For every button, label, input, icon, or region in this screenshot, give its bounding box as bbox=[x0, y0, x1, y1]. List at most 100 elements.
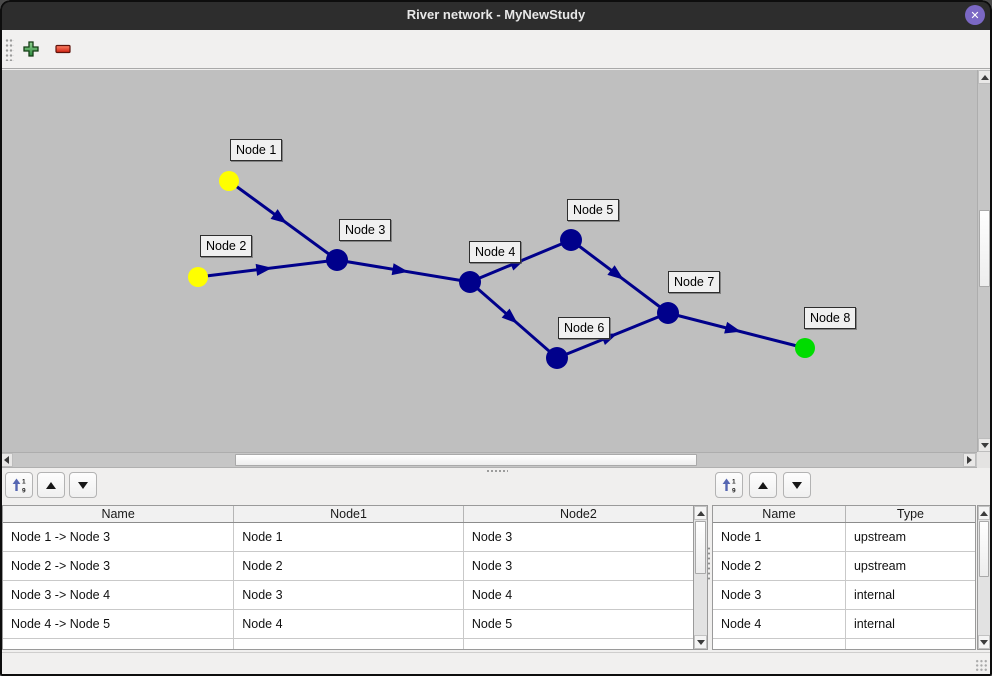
arrow-up-icon bbox=[696, 510, 705, 516]
node-label-node-2[interactable]: Node 2 bbox=[200, 235, 253, 257]
nodes-move-up-button[interactable] bbox=[749, 472, 777, 498]
table-row[interactable] bbox=[3, 638, 693, 649]
cell[interactable]: Node 3 bbox=[713, 580, 846, 610]
reaches-move-up-button[interactable] bbox=[37, 472, 65, 498]
node-node-5[interactable] bbox=[560, 229, 582, 251]
scroll-left-button[interactable] bbox=[0, 453, 13, 467]
cell[interactable]: Node 3 bbox=[463, 522, 693, 552]
edge-arrow-icon bbox=[724, 321, 742, 334]
plus-icon bbox=[23, 41, 39, 57]
cell[interactable]: internal bbox=[845, 609, 975, 639]
table-scroll-thumb[interactable] bbox=[695, 521, 706, 574]
reaches-table-scrollbar[interactable] bbox=[693, 505, 708, 650]
cell[interactable]: upstream bbox=[845, 522, 975, 552]
add-node-button[interactable] bbox=[18, 36, 44, 62]
cell[interactable]: Node 1 bbox=[713, 522, 846, 552]
node-label-node-3[interactable]: Node 3 bbox=[339, 219, 392, 241]
node-node-2[interactable] bbox=[188, 267, 208, 287]
cell[interactable]: Node 4 bbox=[713, 609, 846, 639]
table-scroll-thumb[interactable] bbox=[979, 521, 989, 577]
cell[interactable]: Node 5 bbox=[463, 609, 693, 639]
cell[interactable] bbox=[3, 638, 235, 649]
node-node-3[interactable] bbox=[326, 249, 348, 271]
horizontal-scroll-thumb[interactable] bbox=[235, 454, 697, 466]
nodes-table-scrollbar[interactable] bbox=[977, 505, 991, 650]
cell[interactable]: Node 1 -> Node 3 bbox=[3, 522, 235, 552]
node-label-node-4[interactable]: Node 4 bbox=[469, 241, 522, 263]
edge-arrow-icon bbox=[501, 308, 518, 324]
nodes-sort-button[interactable]: 1 9 bbox=[715, 472, 743, 498]
cell[interactable]: Node 1 bbox=[233, 522, 464, 552]
sort-ascending-icon: 1 9 bbox=[12, 478, 26, 494]
svg-text:1: 1 bbox=[22, 478, 26, 485]
reaches-move-down-button[interactable] bbox=[69, 472, 97, 498]
node-label-node-1[interactable]: Node 1 bbox=[230, 139, 283, 161]
node-node-8[interactable] bbox=[795, 338, 815, 358]
cell[interactable]: Node 3 bbox=[233, 580, 464, 610]
cell[interactable] bbox=[463, 638, 693, 649]
arrow-down-icon bbox=[980, 639, 988, 645]
cell[interactable] bbox=[845, 638, 975, 649]
node-label-node-6[interactable]: Node 6 bbox=[558, 317, 611, 339]
horizontal-splitter-handle[interactable] bbox=[486, 468, 508, 473]
scroll-down-button[interactable] bbox=[978, 635, 990, 649]
cell[interactable]: upstream bbox=[845, 551, 975, 581]
window-title: River network - MyNewStudy bbox=[406, 7, 586, 22]
node-label-node-8[interactable]: Node 8 bbox=[804, 307, 857, 329]
cell[interactable]: Node 3 -> Node 4 bbox=[3, 580, 235, 610]
nodes-move-down-button[interactable] bbox=[783, 472, 811, 498]
node-label-node-5[interactable]: Node 5 bbox=[567, 199, 620, 221]
scroll-up-button[interactable] bbox=[978, 506, 990, 520]
scroll-up-button[interactable] bbox=[978, 70, 991, 84]
node-node-6[interactable] bbox=[546, 347, 568, 369]
close-button[interactable]: ✕ bbox=[965, 5, 985, 25]
network-canvas[interactable]: Node 1 Node 2 Node 3 Node 4 Node 5 Node 6 Node… bbox=[0, 70, 977, 452]
titlebar[interactable]: River network - MyNewStudy ✕ bbox=[0, 0, 992, 30]
cell[interactable]: Node 2 bbox=[233, 551, 464, 581]
column-header-name[interactable]: Name bbox=[713, 506, 846, 523]
vertical-scroll-thumb[interactable] bbox=[979, 210, 990, 287]
cell[interactable] bbox=[233, 638, 464, 649]
column-header-type[interactable]: Type bbox=[845, 506, 975, 523]
cell[interactable]: Node 4 bbox=[463, 580, 693, 610]
toolbar-drag-handle[interactable] bbox=[5, 38, 14, 61]
status-bar bbox=[0, 652, 992, 676]
canvas-horizontal-scrollbar[interactable] bbox=[0, 452, 977, 468]
canvas-vertical-scrollbar[interactable] bbox=[977, 70, 991, 452]
vertical-splitter-handle[interactable] bbox=[707, 546, 712, 580]
remove-node-button[interactable] bbox=[50, 36, 76, 62]
cell[interactable]: Node 4 bbox=[233, 609, 464, 639]
edge-arrow-icon bbox=[607, 265, 624, 280]
cell[interactable] bbox=[713, 638, 846, 649]
reaches-sort-button[interactable]: 1 9 bbox=[5, 472, 33, 498]
column-header-node2[interactable]: Node2 bbox=[463, 506, 693, 523]
arrow-down-icon bbox=[696, 639, 705, 645]
scroll-up-button[interactable] bbox=[694, 506, 707, 520]
node-node-1[interactable] bbox=[219, 171, 239, 191]
node-node-4[interactable] bbox=[459, 271, 481, 293]
window-resize-grip[interactable] bbox=[975, 659, 988, 672]
cell[interactable]: Node 4 -> Node 5 bbox=[3, 609, 235, 639]
cell[interactable]: Node 2 bbox=[713, 551, 846, 581]
scroll-down-button[interactable] bbox=[978, 438, 991, 452]
arrow-down-icon bbox=[980, 442, 989, 448]
cell[interactable]: Node 2 -> Node 3 bbox=[3, 551, 235, 581]
scroll-down-button[interactable] bbox=[694, 635, 707, 649]
column-header-node1[interactable]: Node1 bbox=[233, 506, 464, 523]
arrow-up-icon bbox=[980, 74, 989, 80]
table-row[interactable] bbox=[713, 638, 975, 649]
cell[interactable]: Node 3 bbox=[463, 551, 693, 581]
node-node-7[interactable] bbox=[657, 302, 679, 324]
cell[interactable]: internal bbox=[845, 580, 975, 610]
column-header-name[interactable]: Name bbox=[3, 506, 235, 523]
scroll-right-button[interactable] bbox=[963, 453, 976, 467]
node-label-node-7[interactable]: Node 7 bbox=[668, 271, 721, 293]
